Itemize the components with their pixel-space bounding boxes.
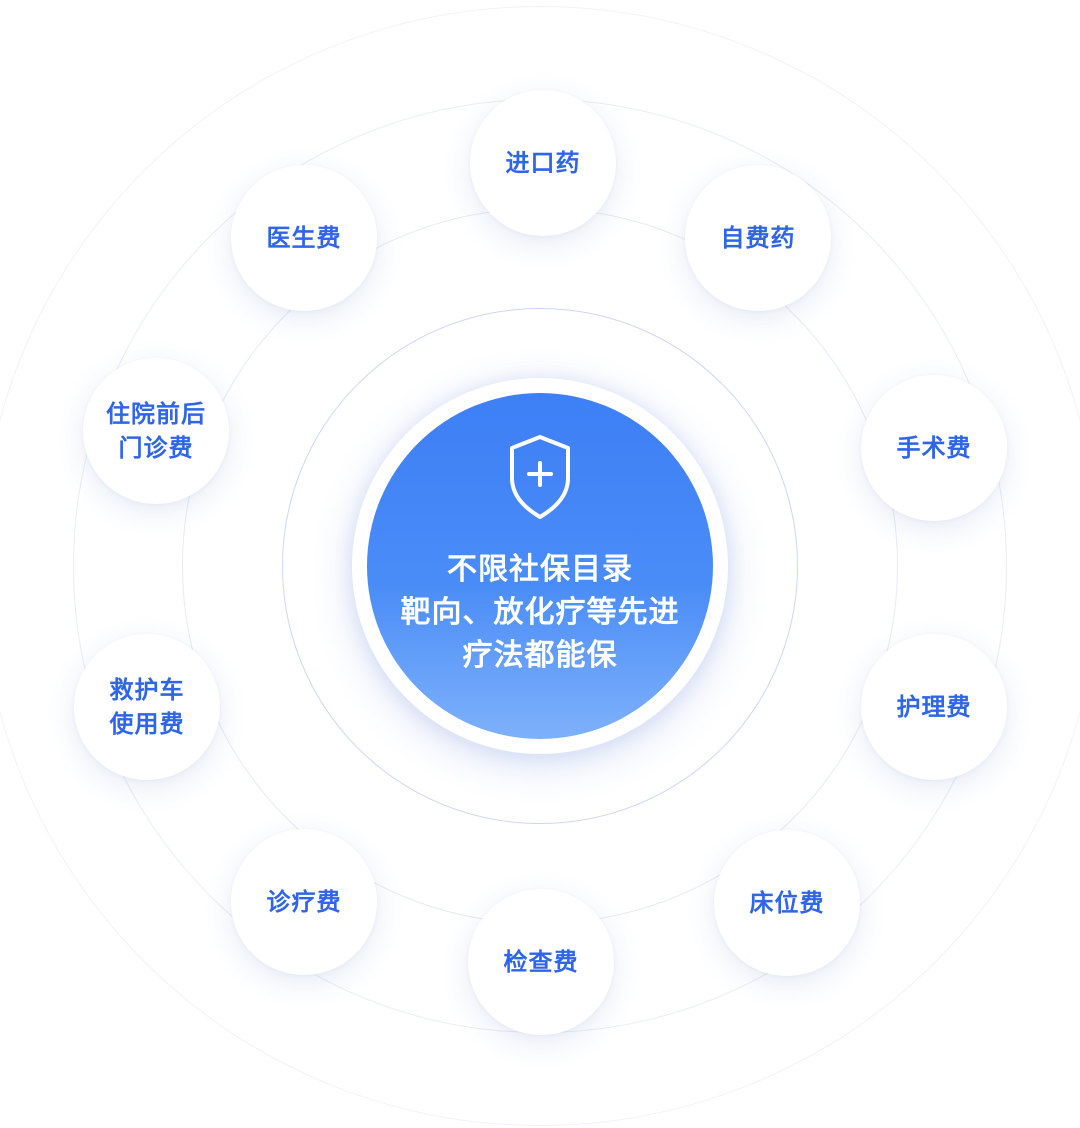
- node-label-line-2: 使用费: [109, 710, 185, 738]
- node-label: 护理费: [896, 693, 972, 721]
- node-label-line-2: 门诊费: [118, 434, 194, 462]
- node-label: 医生费: [266, 224, 342, 252]
- node-surgery-fee: 手术费: [861, 375, 1007, 521]
- node-outpatient-fee: 住院前后 门诊费: [83, 358, 229, 504]
- center-line-1: 不限社保目录: [447, 552, 633, 587]
- node-label-line-1: 住院前后: [106, 400, 206, 428]
- shield-plus-icon: [510, 435, 570, 519]
- node-label-line-1: 救护车: [109, 676, 185, 704]
- center-line-2: 靶向、放化疗等先进: [400, 595, 680, 630]
- node-imported-drugs: 进口药: [470, 90, 616, 236]
- node-treatment-fee: 诊疗费: [231, 829, 377, 975]
- outer-ring: [0, 6, 1080, 1126]
- node-label: 自费药: [720, 224, 796, 252]
- node-label: 床位费: [749, 889, 825, 917]
- core-ring: [282, 308, 798, 824]
- center-disc: [367, 393, 713, 739]
- node-label: 手术费: [896, 434, 972, 462]
- center-line-3: 疗法都能保: [462, 638, 618, 673]
- node-label: 检查费: [503, 948, 579, 976]
- node-label: 进口药: [505, 149, 581, 177]
- node-nursing-fee: 护理费: [861, 634, 1007, 780]
- node-bed-fee: 床位费: [714, 830, 860, 976]
- node-self-paid-drugs: 自费药: [685, 165, 831, 311]
- node-doctor-fee: 医生费: [231, 165, 377, 311]
- node-examination-fee: 检查费: [468, 889, 614, 1035]
- node-ambulance-fee: 救护车 使用费: [74, 634, 220, 780]
- node-label: 诊疗费: [266, 888, 342, 916]
- center-text: 不限社保目录 靶向、放化疗等先进 疗法都能保: [372, 548, 708, 677]
